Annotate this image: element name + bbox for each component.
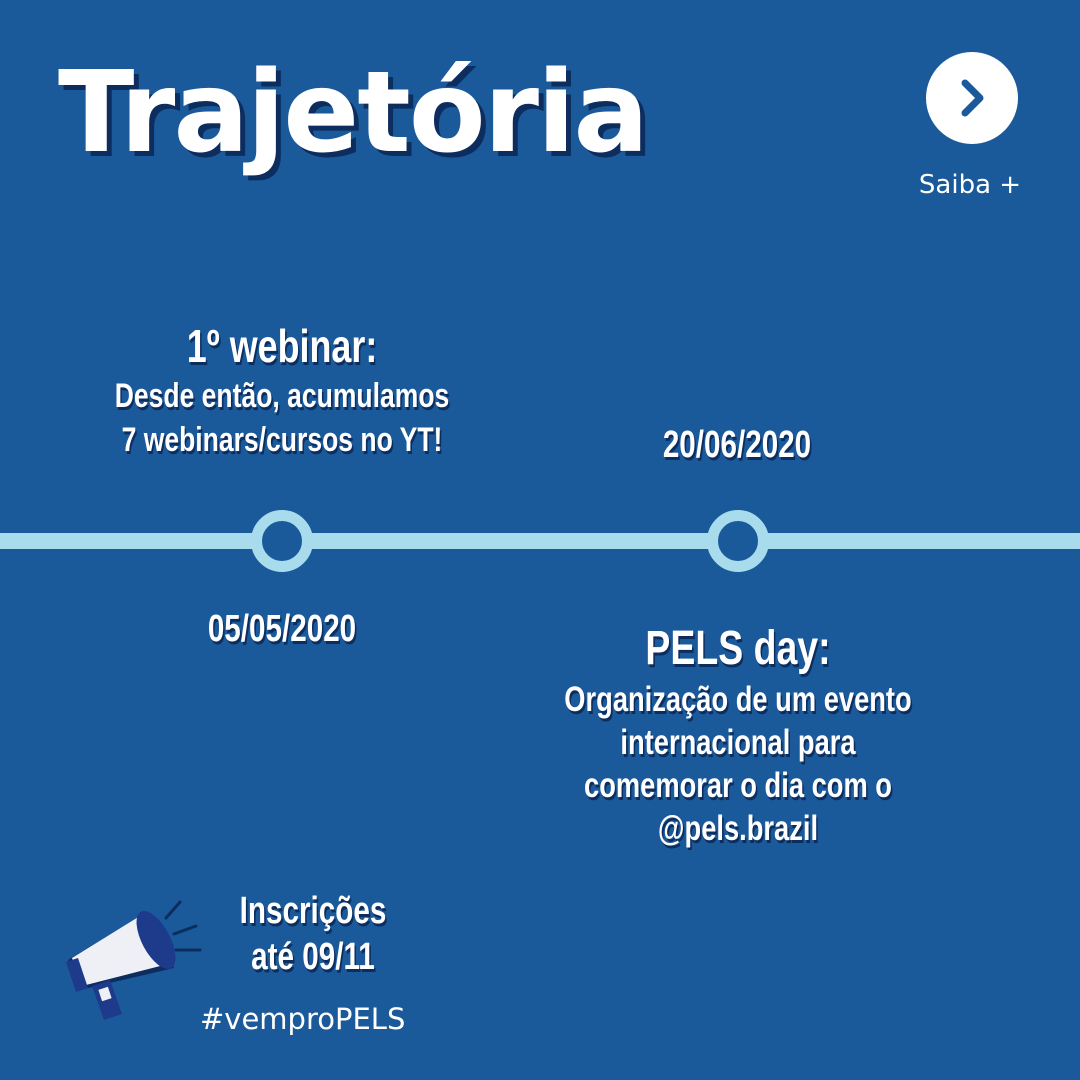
timeline-line xyxy=(0,533,1080,549)
megaphone-icon xyxy=(66,900,202,1020)
event-description-line: internacional para xyxy=(620,723,856,762)
timeline-event-1: 1º webinar: Desde então, acumulamos 7 we… xyxy=(62,318,502,462)
registration-line: até 09/11 xyxy=(251,936,375,978)
next-button[interactable] xyxy=(926,52,1018,144)
timeline-node-1 xyxy=(251,510,313,572)
event-date-1: 05/05/2020 xyxy=(207,608,357,650)
page-title: Trajetória xyxy=(58,48,649,178)
registration-deadline: Inscrições até 09/11 xyxy=(212,888,415,980)
event-heading: PELS day: xyxy=(645,622,831,675)
event-heading: 1º webinar: xyxy=(186,320,378,372)
saiba-mais-link[interactable]: Saiba + xyxy=(918,170,1022,200)
event-description-line: @pels.brazil xyxy=(657,809,819,848)
event-description-line: Desde então, acumulamos xyxy=(114,377,450,415)
event-description-line: 7 webinars/cursos no YT! xyxy=(121,421,443,459)
event-description-line: comemorar o dia com o xyxy=(584,766,892,805)
timeline-node-2 xyxy=(707,510,769,572)
event-description-line: Organização de um evento xyxy=(564,680,912,719)
chevron-right-icon xyxy=(961,79,984,117)
event-date-2: 20/06/2020 xyxy=(662,424,812,466)
timeline-event-2: PELS day: Organização de um evento inter… xyxy=(504,620,972,850)
registration-line: Inscrições xyxy=(239,890,387,932)
hashtag: #vemproPELS xyxy=(200,1002,406,1036)
